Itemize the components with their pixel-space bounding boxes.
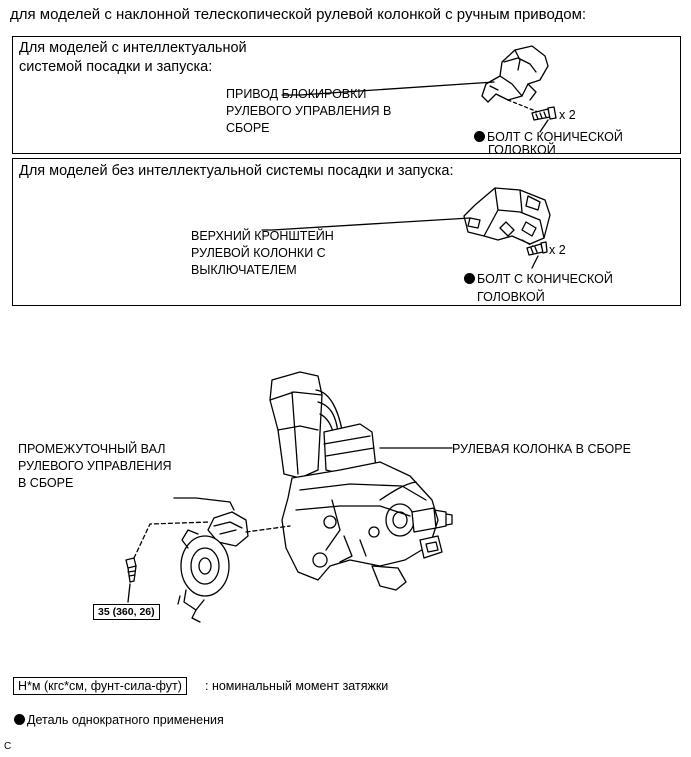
intermediate-shaft-label-line3: В СБОРЕ — [18, 476, 74, 490]
no-smart-entry-label: Для моделей без интеллектуальной системы… — [19, 163, 454, 179]
box1-bolt-line2: ГОЛОВКОЙ — [488, 143, 556, 157]
box2-bolt-line2: ГОЛОВКОЙ — [477, 290, 545, 304]
intermediate-shaft-drawing — [177, 511, 249, 623]
steering-column-label: РУЛЕВАЯ КОЛОНКА В СБОРЕ — [452, 442, 631, 456]
single-use-marker-icon — [474, 131, 485, 142]
box2-bolt-line1: БОЛТ С КОНИЧЕСКОЙ — [477, 272, 613, 286]
lock-actuator-leader-line — [281, 81, 495, 96]
box2-bolt-drawing — [526, 241, 548, 256]
box1-bolt-line1: БОЛТ С КОНИЧЕСКОЙ — [487, 130, 623, 144]
single-use-marker-icon — [464, 273, 475, 284]
box1-bolt-leader — [539, 119, 549, 133]
figure-code: C — [4, 741, 12, 752]
no-smart-entry-box — [12, 158, 681, 306]
single-use-marker-icon — [14, 714, 25, 725]
steering-lock-actuator-drawing — [481, 45, 549, 103]
box1-qty-label: x 2 — [559, 108, 576, 122]
torque-leader-line — [127, 583, 131, 603]
box2-bolt-leader — [531, 255, 539, 269]
upper-bracket-label-line3: ВЫКЛЮЧАТЕЛЕМ — [191, 263, 297, 277]
smart-entry-label-line1: Для моделей с интеллектуальной — [19, 40, 247, 56]
single-use-legend-text: Деталь однократного применения — [27, 713, 224, 727]
torque-value-box: 35 (360, 26) — [93, 604, 160, 620]
intermediate-shaft-label-line2: РУЛЕВОГО УПРАВЛЕНИЯ — [18, 459, 172, 473]
smart-entry-label-line2: системой посадки и запуска: — [19, 59, 213, 75]
upper-bracket-drawing — [463, 187, 551, 245]
upper-bracket-leader-line — [261, 217, 471, 231]
upper-bracket-label-line1: ВЕРХНИЙ КРОНШТЕЙН — [191, 229, 334, 243]
smart-entry-box — [12, 36, 681, 154]
box1-bolt-drawing — [531, 106, 557, 121]
box2-qty-label: x 2 — [549, 243, 566, 257]
single-use-legend: Деталь однократного применения — [14, 713, 224, 727]
box2-bolt-label: БОЛТ С КОНИЧЕСКОЙ — [464, 272, 613, 287]
lock-actuator-label-line2: РУЛЕВОГО УПРАВЛЕНИЯ В — [226, 104, 392, 118]
upper-bracket-label-line2: РУЛЕВОЙ КОЛОНКИ С — [191, 246, 326, 260]
lock-actuator-label-line1: ПРИВОД БЛОКИРОВКИ — [226, 87, 367, 101]
intermediate-shaft-bolt-drawing — [125, 557, 137, 583]
torque-unit-box: Н*м (кгс*см, фунт-сила-фут) — [13, 677, 187, 695]
shaft-to-column-guide — [245, 525, 291, 533]
intermediate-shaft-leader-line — [173, 497, 235, 511]
box1-bolt-guide — [507, 99, 539, 113]
intermediate-shaft-label-line1: ПРОМЕЖУТОЧНЫЙ ВАЛ — [18, 442, 166, 456]
bolt-to-shaft-guide — [133, 521, 211, 559]
page-heading: для моделей с наклонной телескопической … — [10, 6, 587, 23]
box1-bolt-label: БОЛТ С КОНИЧЕСКОЙ — [474, 130, 623, 145]
torque-unit-description: : номинальный момент затяжки — [205, 679, 389, 693]
steering-column-drawing — [269, 371, 453, 591]
lock-actuator-label-line3: СБОРЕ — [226, 121, 270, 135]
